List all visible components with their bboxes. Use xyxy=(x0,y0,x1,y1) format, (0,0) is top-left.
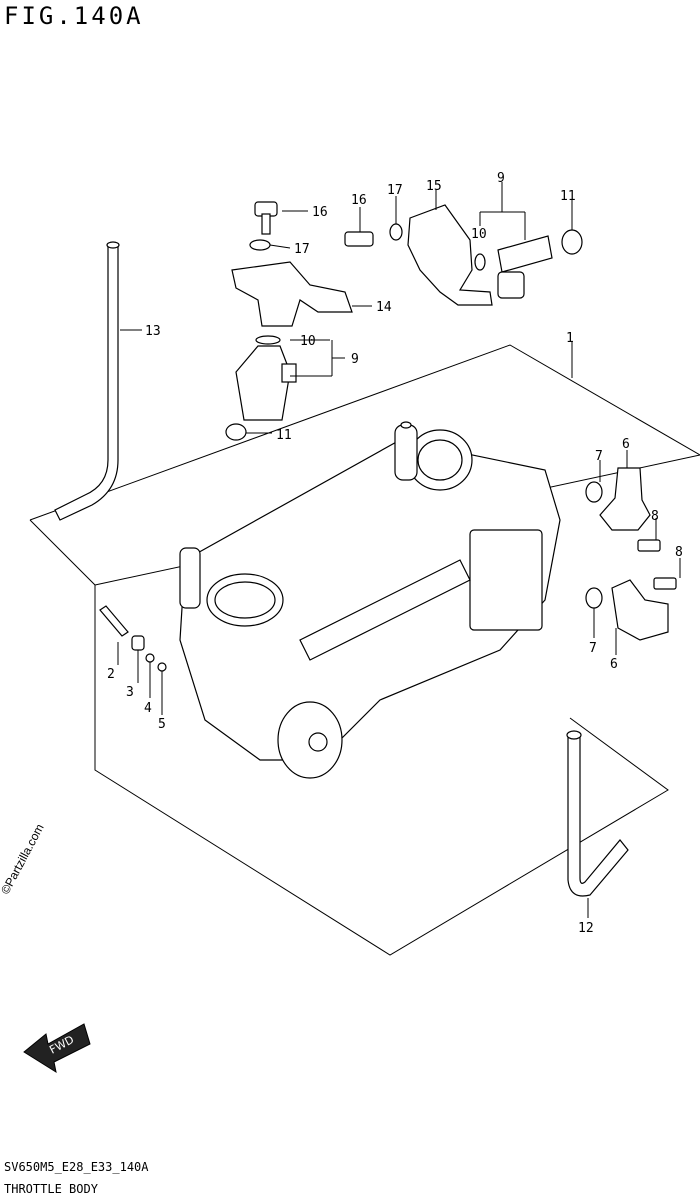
oring-17-left[interactable] xyxy=(249,239,271,251)
callout-16-left: 16 xyxy=(312,205,328,220)
assembly-frame-left xyxy=(29,519,669,956)
callout-8-upper: 8 xyxy=(651,509,659,524)
fwd-arrow-icon: FWD xyxy=(23,1023,91,1074)
diagram-caption: THROTTLE BODY xyxy=(4,1182,98,1196)
fuel-pipe-15[interactable] xyxy=(407,204,493,306)
cushion-11-top[interactable] xyxy=(561,229,583,255)
oring-5[interactable] xyxy=(157,662,167,672)
oring-10-top[interactable] xyxy=(474,253,486,271)
oring-7-lower[interactable] xyxy=(585,587,603,609)
callout-8-lower: 8 xyxy=(675,545,683,560)
oring-7-upper[interactable] xyxy=(585,481,603,503)
callout-17-top: 17 xyxy=(387,183,403,198)
screw-2[interactable] xyxy=(99,605,129,637)
callout-7-lower: 7 xyxy=(589,641,597,656)
ecu-module xyxy=(469,529,543,631)
callout-5: 5 xyxy=(158,717,166,732)
throttle-body-assembly[interactable] xyxy=(179,421,561,779)
callout-7-upper: 7 xyxy=(595,449,603,464)
callout-1: 1 xyxy=(566,331,574,346)
hose-13[interactable] xyxy=(54,244,119,521)
figure-title: FIG.140A xyxy=(4,2,144,30)
callout-3: 3 xyxy=(126,685,134,700)
callout-15: 15 xyxy=(426,179,442,194)
callout-10-left: 10 xyxy=(300,334,316,349)
callout-11-top: 11 xyxy=(560,189,576,204)
callout-14: 14 xyxy=(376,300,392,315)
cushion-11-left[interactable] xyxy=(225,423,247,441)
callout-2: 2 xyxy=(107,667,115,682)
callout-9-left: 9 xyxy=(351,352,359,367)
callout-6-upper: 6 xyxy=(622,437,630,452)
bolt-8-upper[interactable] xyxy=(637,539,661,552)
callout-17-left: 17 xyxy=(294,242,310,257)
connector-top xyxy=(497,271,525,299)
bolt-8-lower[interactable] xyxy=(653,577,677,590)
callout-6-lower: 6 xyxy=(610,657,618,672)
injector-9-left[interactable] xyxy=(235,345,291,421)
callout-9-top: 9 xyxy=(497,171,505,186)
callout-12: 12 xyxy=(578,921,594,936)
oring-10-left[interactable] xyxy=(255,335,281,345)
sensor-6-lower[interactable] xyxy=(611,579,669,641)
model-code: SV650M5_E28_E33_140A xyxy=(4,1160,149,1174)
injector-9-top[interactable] xyxy=(497,235,553,273)
bolt-16-top[interactable] xyxy=(344,231,374,247)
sensor-6-upper[interactable] xyxy=(599,467,651,531)
washer-4[interactable] xyxy=(145,653,155,663)
assembly-frame xyxy=(29,344,700,521)
callout-10-top: 10 xyxy=(471,227,487,242)
callout-13: 13 xyxy=(145,324,161,339)
fuel-pipe-14[interactable] xyxy=(231,261,353,327)
spring-3[interactable] xyxy=(131,635,145,651)
callout-11-left: 11 xyxy=(276,428,292,443)
oring-17-top[interactable] xyxy=(389,223,403,241)
hose-12[interactable] xyxy=(567,734,629,897)
callout-16-top: 16 xyxy=(351,193,367,208)
callout-4: 4 xyxy=(144,701,152,716)
